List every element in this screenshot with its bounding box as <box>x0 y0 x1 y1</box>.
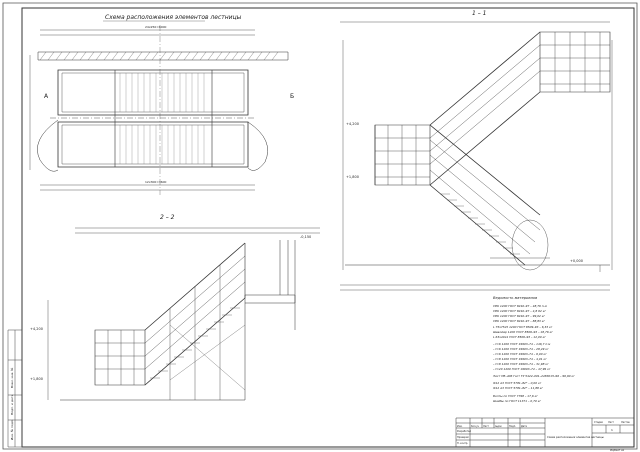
spec-line: – t=8 1200 ГОСТ 19903–74 – 31,98 кг <box>493 362 549 366</box>
plan-steps <box>120 73 204 164</box>
spec-heading: Ведомость материалов <box>493 296 537 300</box>
plan-width-dim: 24x250=6000 <box>145 25 167 29</box>
title-row-label: №док <box>495 425 502 428</box>
spec-line: Ф12 А3 ГОСТ 5781–82* – 11,88 кг <box>493 386 544 390</box>
spec-line: L 63х40х4 ГОСТ 8509–93 – 12,00 кг <box>493 335 546 339</box>
inner-frame <box>22 8 634 447</box>
title-role: Проверил <box>457 436 469 439</box>
section-2-steps <box>150 308 240 378</box>
left-strip-label-1: Инв. № подл. <box>10 419 14 440</box>
spec-line: Швеллер 1200 ГОСТ 8509–93 – 18,76 кг <box>493 330 553 334</box>
spec-line: Ф12 А3 ГОСТ 5781–82* – 0,00 кг <box>493 381 542 385</box>
section-2-title: 2 – 2 <box>160 214 175 221</box>
plan-view <box>30 25 288 195</box>
section-1-elev-low: +0,000 <box>570 259 583 263</box>
spec-line: – t=6 1200 ГОСТ 19903–74 – 28,49 кг <box>493 347 549 351</box>
section-2-elev-ground: -0,150 <box>300 235 311 239</box>
spec-line: – t=6 1200 ГОСТ 19903–74 – 6,00 кг <box>493 352 547 356</box>
title-sheet-label: Лист <box>608 421 614 424</box>
title-stage-label: Стадия <box>594 421 603 424</box>
title-role: Н. контр. <box>457 442 468 445</box>
section-2-view <box>48 228 320 400</box>
left-strip <box>8 330 22 447</box>
spec-line: – t=8 1200 ГОСТ 19903–74 – 4,01 кг <box>493 357 547 361</box>
section-1-view <box>340 22 612 290</box>
section-1-elev-mid: +1,800 <box>346 175 359 179</box>
section-1-steps <box>440 194 520 254</box>
title-row-label: Дата <box>521 425 528 428</box>
title-row-label: Кол.уч <box>471 425 480 428</box>
spec-line: СВК 1200 ГОСТ 8240–97 – 48,76 п.м <box>493 304 548 308</box>
spec-line: СВК 1200 ГОСТ 8240–97 – 4,8 62 кг <box>493 309 546 313</box>
title-block-rows: Изм. Кол.уч Лист №док Подп. Дата Разрабо… <box>457 425 528 445</box>
title-block <box>456 418 634 447</box>
title-row-label: Подп. <box>509 425 516 428</box>
title-role: Разработал <box>457 430 471 433</box>
title-row-label: Лист <box>483 425 489 428</box>
plan-flight-dim: 12x300=3600 <box>145 180 167 184</box>
spec-line: L 75х75х5 1200 ГОСТ 8509–93 – 6,33 кг <box>493 325 553 329</box>
title-sheet-no: 1 <box>611 428 613 432</box>
spec-line: СВК 1200 ГОСТ 8240–97 – 99,02 кг <box>493 314 546 318</box>
outer-frame <box>3 3 637 449</box>
spec-list: СВК 1200 ГОСТ 8240–97 – 48,76 п.м СВК 12… <box>492 304 575 403</box>
spec-line: Лист ПВ–406 Гост ТУ 5422–001–2483015–96 … <box>492 374 575 378</box>
title-row-label: Изм. <box>457 425 463 428</box>
section-2-elev-top: +4,200 <box>30 327 43 331</box>
spec-line: – t=6 1200 ГОСТ 19903–74 – 146,7 п.м <box>493 342 551 346</box>
section-2-elev-mid: +1,800 <box>30 377 43 381</box>
spec-line: Шайбы по ГОСТ 11371 – 0,70 кг <box>493 399 541 403</box>
spec-line: – t=20 1200 ГОСТ 19903–74 – 47,99 кг <box>493 367 551 371</box>
title-drawing-name: Схема расположения элементов лестницы <box>547 435 604 439</box>
left-strip-label-3: Взам. инв. № <box>10 368 14 388</box>
section-1-title: 1 – 1 <box>472 10 486 17</box>
plan-title: Схема расположения элементов лестницы <box>105 14 242 21</box>
section-1-elev-top: +4,200 <box>346 122 359 126</box>
left-strip-label-2: Подп. и дата <box>10 394 14 415</box>
spec-line: Болты по ГОСТ 7798 – 17,6 кг <box>493 394 538 398</box>
plan-view-mark-b: Б <box>290 93 294 100</box>
title-sheets-label: Листов <box>621 421 630 424</box>
spec-line: СВК 1200 ГОСТ 8240–97 – 88,83 кг <box>493 319 546 323</box>
title-format: Формат А1 <box>610 448 625 452</box>
plan-view-mark-a: А <box>44 93 49 100</box>
